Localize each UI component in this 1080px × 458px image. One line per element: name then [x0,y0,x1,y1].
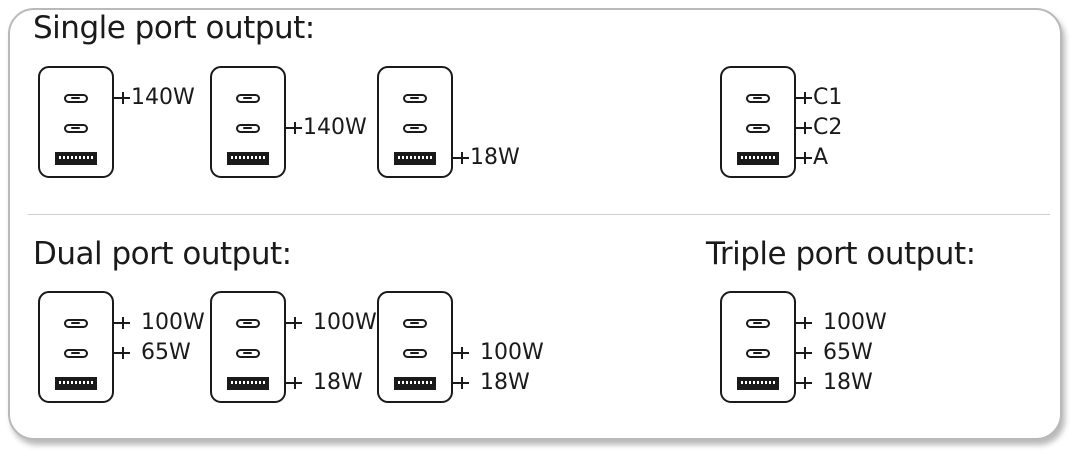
port-a-label: 18W [480,370,530,395]
port-leader-tick [804,152,806,164]
port-leader-tick [294,377,296,389]
port-c1-label: 100W [823,310,887,335]
usb-c-port-icon [403,123,427,133]
port-leader-tick [122,92,124,104]
usb-a-port-icon [394,376,436,390]
usb-c-port-icon [403,93,427,103]
port-leader-tick [122,317,124,329]
usb-c-port-icon [64,348,88,358]
port-leader-tick [804,122,806,134]
usb-a-port-icon [227,376,269,390]
usb-c-port-icon [236,348,260,358]
port-leader-tick [804,347,806,359]
usb-a-port-icon [737,151,779,165]
port-leader-tick [461,377,463,389]
port-leader-tick [461,347,463,359]
port-c1-label: 140W [131,85,195,110]
port-a-label: 18W [313,370,363,395]
usb-c-port-icon [746,318,770,328]
usb-c-port-icon [403,318,427,328]
port-leader-tick [804,92,806,104]
usb-c-port-icon [236,318,260,328]
port-a-label: 18W [470,145,520,170]
usb-c-port-icon [236,93,260,103]
usb-a-port-icon [394,151,436,165]
usb-c-port-icon [746,348,770,358]
port-c2-label: 65W [141,340,191,365]
port-leader-tick [804,377,806,389]
port-leader-tick [122,347,124,359]
port-c1-label: 100W [313,310,377,335]
usb-c-port-icon [64,93,88,103]
diagram-card [8,8,1062,440]
port-leader-tick [461,152,463,164]
port-c1-label: C1 [813,85,843,110]
usb-a-port-icon [55,151,97,165]
port-a-label: A [813,145,829,170]
usb-c-port-icon [236,123,260,133]
port-c2-label: 65W [823,340,873,365]
usb-c-port-icon [403,348,427,358]
port-c2-label: C2 [813,115,843,140]
usb-c-port-icon [746,123,770,133]
usb-c-port-icon [64,123,88,133]
port-a-label: 18W [823,370,873,395]
usb-a-port-icon [55,376,97,390]
port-c2-label: 140W [303,115,367,140]
section-divider [28,214,1050,215]
port-leader-tick [804,317,806,329]
usb-c-port-icon [64,318,88,328]
usb-a-port-icon [227,151,269,165]
usb-a-port-icon [737,376,779,390]
port-c2-label: 100W [480,340,544,365]
port-leader-tick [294,317,296,329]
dual-port-title: Dual port output: [33,236,292,272]
single-port-title: Single port output: [33,10,315,46]
usb-c-port-icon [746,93,770,103]
port-leader-tick [294,122,296,134]
triple-port-title: Triple port output: [706,236,976,272]
port-c1-label: 100W [141,310,205,335]
